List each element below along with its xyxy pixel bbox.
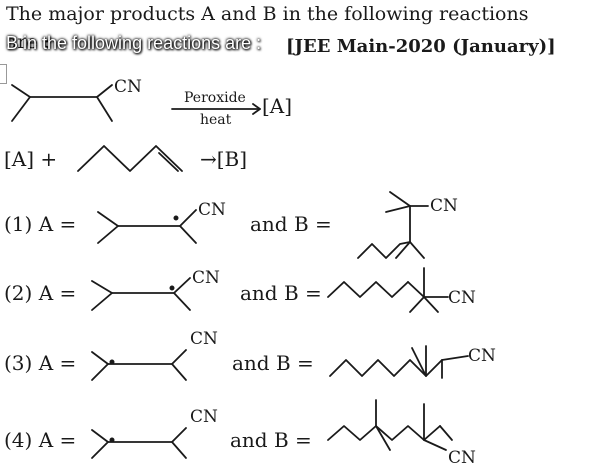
exam-reference: [JEE Main-2020 (January)] <box>286 36 556 57</box>
option-4-a-cn: CN <box>190 407 218 427</box>
question-line-2: are : <box>6 31 51 53</box>
text-cursor-bracket <box>0 64 7 84</box>
option-3-b-cn: CN <box>468 346 496 366</box>
option-2-b-cn: CN <box>448 288 476 308</box>
option-2-label: (2) A = <box>4 281 76 305</box>
reactant-1-structure <box>11 84 113 122</box>
option-3-a-cn: CN <box>190 329 218 349</box>
option-1-b-structure <box>357 191 429 259</box>
condition-peroxide: Peroxide <box>184 90 246 106</box>
product-b-label: →[B] <box>200 147 247 171</box>
caption-overlay: B in the following reactions are : <box>6 33 262 53</box>
option-1-a-structure <box>97 209 197 244</box>
option-4-b-structure <box>327 399 453 451</box>
option-3-b-structure <box>329 345 469 379</box>
option-1-a-cn: CN <box>198 200 226 220</box>
option-3-a-structure <box>91 349 187 381</box>
condition-heat: heat <box>200 112 232 128</box>
diene-structure <box>77 145 183 172</box>
option-2-a-cn: CN <box>192 268 220 288</box>
option-3-b-label: and B = <box>232 351 314 375</box>
option-4-b-label: and B = <box>230 428 312 452</box>
option-1-label: (1) A = <box>4 212 76 236</box>
option-2-b-structure <box>327 267 449 313</box>
option-1-b-cn: CN <box>430 196 458 216</box>
reaction-1-arrow <box>171 103 261 115</box>
option-4-a-structure <box>91 427 187 459</box>
option-2-b-label: and B = <box>240 281 322 305</box>
product-a-label: [A] <box>262 94 292 118</box>
reactant-1-cn: CN <box>114 77 142 97</box>
question-line-1: The major products A and B in the follow… <box>6 3 529 25</box>
option-4-label: (4) A = <box>4 428 76 452</box>
option-3-label: (3) A = <box>4 351 76 375</box>
option-4-b-cn: CN <box>448 448 476 468</box>
option-1-b-label: and B = <box>250 212 332 236</box>
option-2-a-structure <box>91 277 191 311</box>
reactant-a-plus: [A] + <box>4 147 57 171</box>
